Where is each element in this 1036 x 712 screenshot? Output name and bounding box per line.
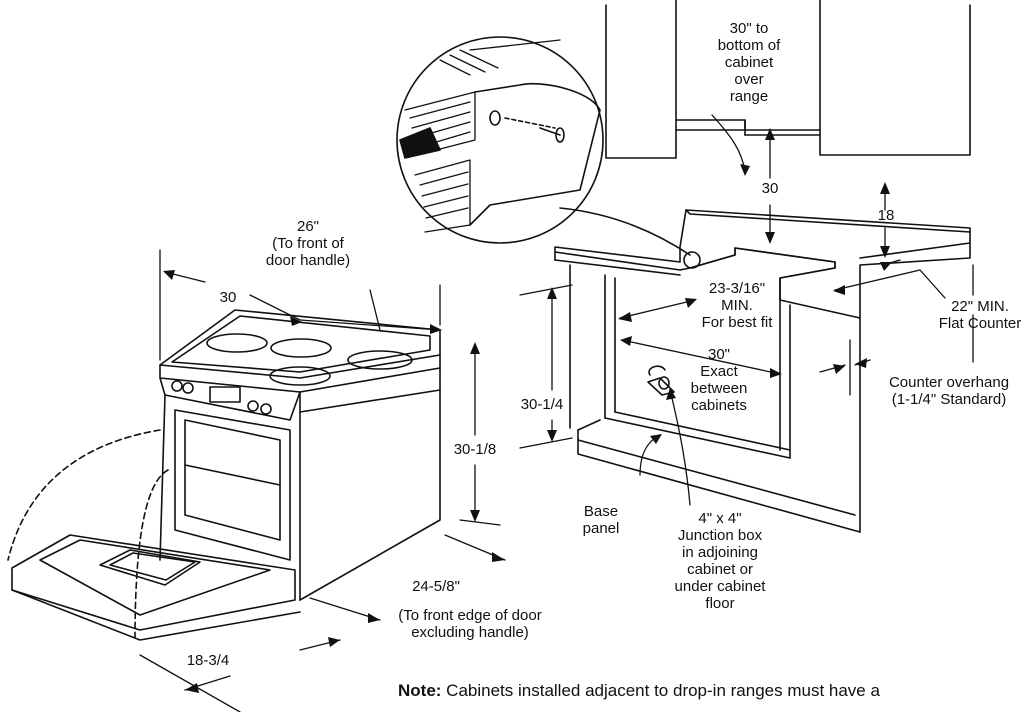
label-door-depth: 18-3/4 bbox=[186, 652, 230, 669]
label-junction-box: 4" x 4" Junction box in adjoining cabine… bbox=[674, 510, 766, 612]
base-cabinets bbox=[554, 209, 971, 533]
note-text: Cabinets installed adjacent to drop-in r… bbox=[441, 681, 880, 700]
arrowheads bbox=[163, 128, 892, 693]
label-base-panel: Base panel bbox=[582, 503, 620, 537]
label-counter-overhang: Counter overhang (1-1/4" Standard) bbox=[888, 374, 1010, 408]
note-prefix: Note: bbox=[398, 681, 442, 700]
upper-cabinets bbox=[605, 0, 971, 159]
label-height-30-eighth: 30-1/8 bbox=[453, 441, 497, 458]
label-min-depth: 23-3/16" MIN. For best fit bbox=[701, 280, 773, 331]
label-dim-30-top: 30 bbox=[761, 180, 779, 197]
label-door-handle-depth: 26" (To front of door handle) bbox=[265, 218, 351, 269]
installation-note: Note: Cabinets installed adjacent to dro… bbox=[398, 681, 880, 701]
range-appliance bbox=[7, 309, 441, 641]
label-cabinet-height: 30" to bottom of cabinet over range bbox=[717, 20, 781, 105]
label-depth-edge-note: (To front edge of door excluding handle) bbox=[398, 607, 542, 641]
label-height-30-quarter: 30-1/4 bbox=[520, 396, 564, 413]
detail-magnifier bbox=[396, 36, 701, 269]
label-depth-edge: 24-5/8" bbox=[412, 578, 460, 595]
label-between-cabinets: 30" Exact between cabinets bbox=[690, 346, 748, 414]
label-width-30: 30 bbox=[219, 289, 237, 306]
label-flat-counter: 22" MIN. Flat Counter bbox=[938, 298, 1022, 332]
label-dim-18: 18 bbox=[877, 207, 895, 224]
